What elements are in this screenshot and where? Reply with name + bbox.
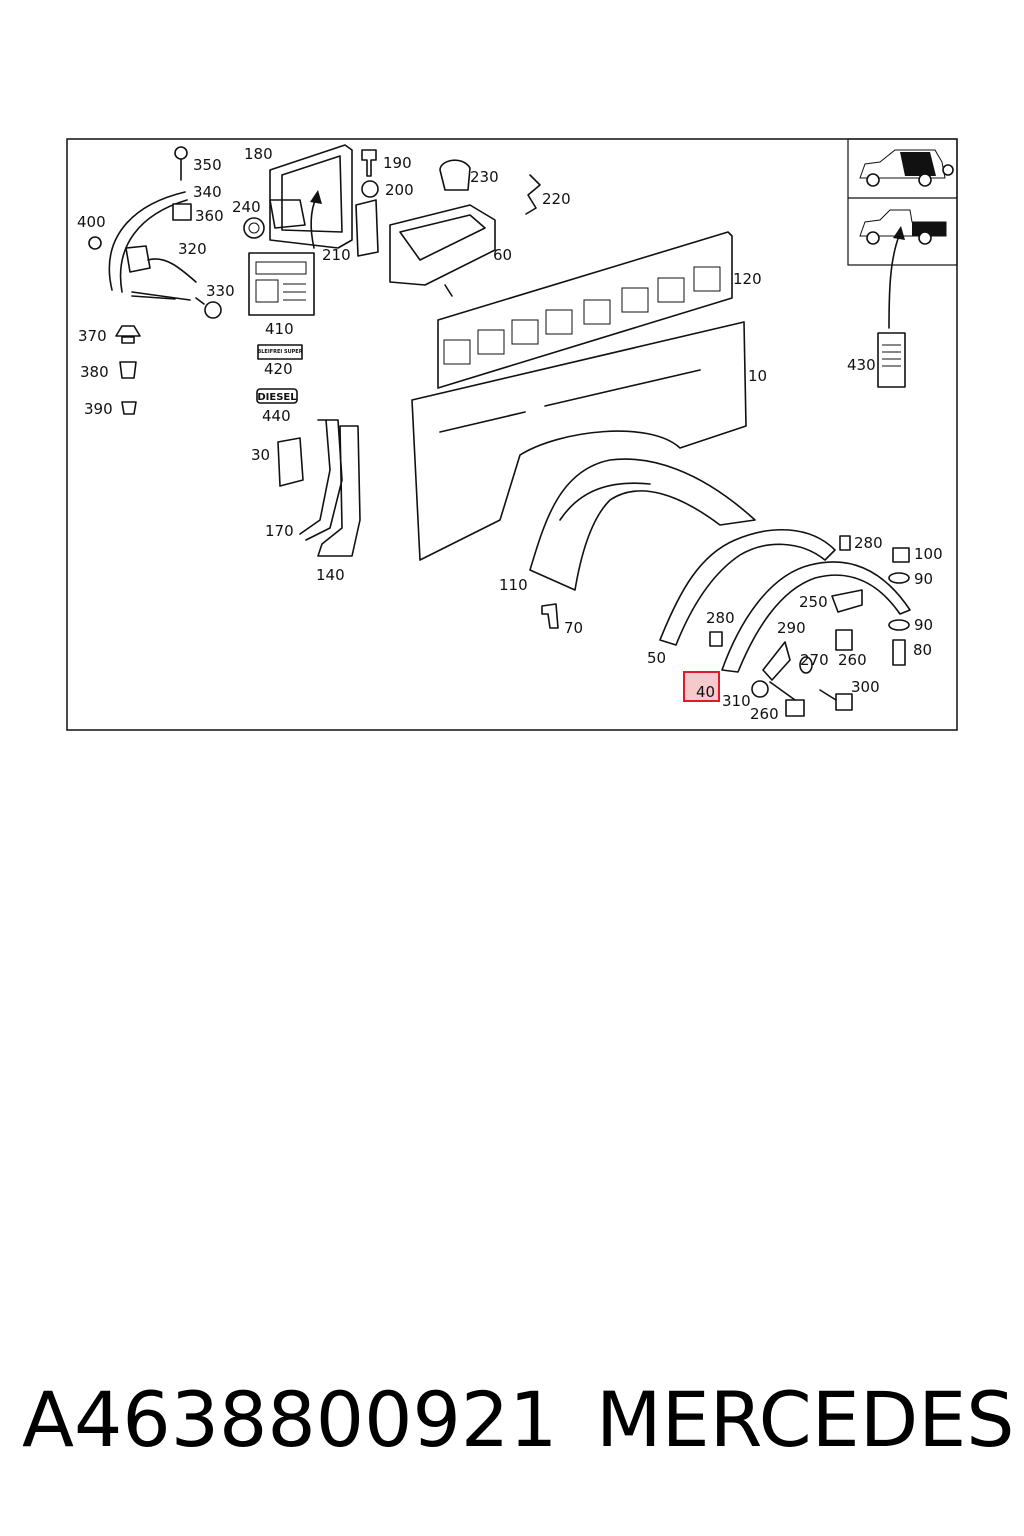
callout-50: 50 — [647, 649, 666, 667]
arrow-to-430 — [888, 235, 900, 329]
fuel-sticker-text: BLEIFREI SUPER — [257, 349, 302, 355]
bracket-30 — [277, 437, 304, 487]
vehicle-inset — [847, 138, 958, 266]
callout-90-top: 90 — [914, 570, 933, 588]
callout-100: 100 — [914, 545, 943, 563]
fuel-filler-flap — [269, 144, 353, 249]
diesel-sticker-text: DIESEL — [257, 392, 297, 403]
callout-420: 420 — [264, 360, 293, 378]
callout-360: 360 — [195, 207, 224, 225]
callout-260-bottom: 260 — [750, 705, 779, 723]
callout-430: 430 — [847, 356, 876, 374]
callout-240: 240 — [232, 198, 261, 216]
callout-250: 250 — [799, 593, 828, 611]
plug-370 — [115, 325, 141, 344]
clip-360 — [172, 203, 192, 221]
lock-230 — [439, 159, 471, 191]
callout-180: 180 — [244, 145, 273, 163]
sticker-440: DIESEL — [256, 388, 298, 404]
callout-10: 10 — [748, 367, 767, 385]
callout-170: 170 — [265, 522, 294, 540]
callout-270: 270 — [800, 651, 829, 669]
diagram-frame — [66, 138, 958, 731]
callout-440: 440 — [262, 407, 291, 425]
callout-140: 140 — [316, 566, 345, 584]
callout-400: 400 — [77, 213, 106, 231]
callout-190: 190 — [383, 154, 412, 172]
callout-80: 80 — [913, 641, 932, 659]
callout-350: 350 — [193, 156, 222, 174]
brand-name: MERCEDES — [596, 1375, 1015, 1464]
sticker-410 — [248, 252, 315, 316]
part-number: A4638800921 — [22, 1375, 558, 1464]
callout-330: 330 — [206, 282, 235, 300]
plug-390 — [121, 401, 137, 415]
callout-30: 30 — [251, 446, 270, 464]
callout-70: 70 — [564, 619, 583, 637]
callout-370: 370 — [78, 327, 107, 345]
grommet-400 — [88, 236, 102, 250]
callout-220: 220 — [542, 190, 571, 208]
side-panel-120 — [437, 231, 733, 389]
pillar-170 — [299, 419, 343, 541]
callout-290: 290 — [777, 619, 806, 637]
bracket-70 — [541, 603, 559, 629]
callout-210: 210 — [322, 246, 351, 264]
callout-340: 340 — [193, 183, 222, 201]
plug-380 — [119, 361, 137, 379]
screw-330 — [195, 297, 222, 319]
hardware-right — [709, 535, 910, 717]
callout-90-bottom: 90 — [914, 616, 933, 634]
callout-280-top: 280 — [854, 534, 883, 552]
callout-60: 60 — [493, 246, 512, 264]
callout-390: 390 — [84, 400, 113, 418]
callout-40-highlighted: 40 — [696, 683, 715, 701]
fender-flare-40 — [721, 561, 911, 673]
sticker-420: BLEIFREI SUPER — [257, 344, 303, 360]
highlight-box — [683, 671, 720, 702]
callout-380: 380 — [80, 363, 109, 381]
storage-box-60 — [389, 204, 496, 297]
wheel-housing-110 — [529, 458, 756, 591]
callout-110: 110 — [499, 576, 528, 594]
vehicle-icon-closed — [859, 149, 954, 187]
callout-320: 320 — [178, 240, 207, 258]
bolt-190 — [361, 149, 377, 177]
callout-labels: 350 340 360 400 320 330 370 380 390 180 … — [77, 145, 943, 723]
pillar-140 — [317, 425, 361, 557]
washer-200 — [361, 180, 379, 198]
bracket-210 — [355, 199, 379, 257]
parts-diagram: BLEIFREI SUPER DIESEL — [66, 138, 958, 731]
cable-220 — [525, 174, 541, 215]
callout-310: 310 — [722, 692, 751, 710]
fender-flare-50 — [659, 528, 836, 646]
callout-230: 230 — [470, 168, 499, 186]
callout-260-right: 260 — [838, 651, 867, 669]
callout-200: 200 — [385, 181, 414, 199]
vehicle-icon-pickup — [859, 209, 947, 245]
callout-300: 300 — [851, 678, 880, 696]
sticker-430 — [877, 332, 906, 388]
screw-350 — [174, 146, 188, 181]
callout-280-bottom: 280 — [706, 609, 735, 627]
fuel-cap-240 — [243, 217, 265, 239]
callout-410: 410 — [265, 320, 294, 338]
callout-120: 120 — [733, 270, 762, 288]
side-panel-10 — [411, 321, 747, 561]
